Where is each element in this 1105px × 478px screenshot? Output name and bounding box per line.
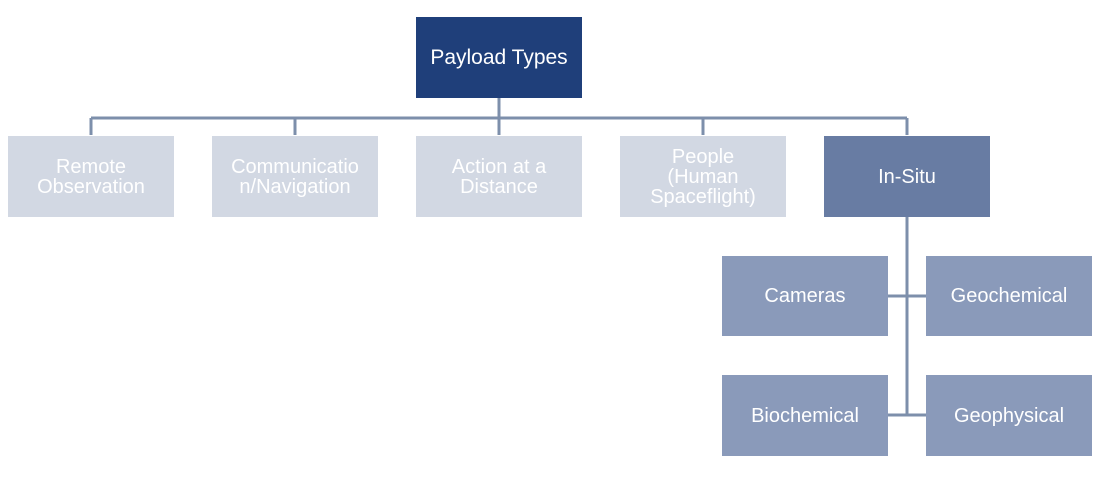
- category-node-people: People (Human Spaceflight): [620, 136, 786, 217]
- subtype-node-cameras: Cameras: [722, 256, 888, 336]
- subtype-node-biochemical: Biochemical: [722, 375, 888, 456]
- subtype-node-geophysical: Geophysical: [926, 375, 1092, 456]
- root-node-payload-types: Payload Types: [416, 17, 582, 98]
- category-node-remote-observation: Remote Observation: [8, 136, 174, 217]
- category-node-communication-navigation: Communicatio n/Navigation: [212, 136, 378, 217]
- category-node-action-at-a-distance: Action at a Distance: [416, 136, 582, 217]
- category-node-in-situ: In-Situ: [824, 136, 990, 217]
- subtype-node-geochemical: Geochemical: [926, 256, 1092, 336]
